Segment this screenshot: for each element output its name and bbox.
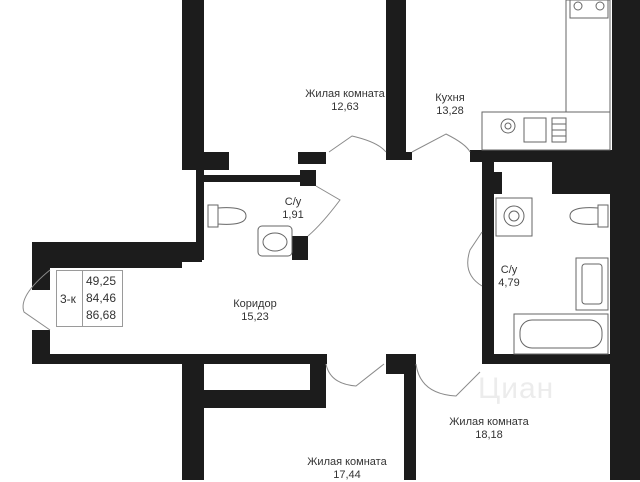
kitchen-sink bbox=[523, 117, 547, 143]
sink-counter bbox=[481, 111, 611, 151]
wall-segment bbox=[610, 150, 640, 360]
room-name: Жилая комната bbox=[449, 416, 529, 428]
label-living-room-bottom: Жилая комната 17,44 bbox=[292, 456, 402, 482]
door-swings bbox=[22, 133, 483, 397]
wall-segment bbox=[552, 162, 610, 194]
living-area: 49,25 bbox=[86, 274, 117, 288]
wall-segment bbox=[182, 242, 202, 262]
wall-segment bbox=[182, 0, 204, 170]
label-corridor: Коридор 15,23 bbox=[220, 298, 290, 324]
wall-segment bbox=[182, 364, 204, 480]
room-area: 4,79 bbox=[498, 277, 520, 289]
wall-segment bbox=[494, 172, 502, 194]
wall-segment bbox=[386, 0, 406, 160]
summary-divider bbox=[82, 271, 83, 326]
wall-segment bbox=[292, 236, 308, 260]
label-wc-small: С/у 1,91 bbox=[268, 196, 318, 222]
label-living-room-top: Жилая комната 12,63 bbox=[290, 88, 400, 114]
wall-segment bbox=[610, 364, 640, 480]
total-area-with-balcony: 86,68 bbox=[86, 308, 117, 322]
washbasin-small bbox=[257, 225, 293, 257]
room-area: 15,23 bbox=[241, 311, 269, 323]
stove bbox=[569, 0, 609, 19]
room-area: 18,18 bbox=[475, 429, 503, 441]
bathtub bbox=[513, 313, 609, 355]
door-arc bbox=[467, 231, 483, 287]
wall-segment bbox=[386, 152, 412, 160]
door-arc bbox=[415, 363, 481, 397]
walls bbox=[32, 0, 640, 480]
wall-segment bbox=[298, 152, 326, 164]
fixtures bbox=[207, 0, 611, 355]
label-kitchen: Кухня 13,28 bbox=[422, 92, 478, 118]
room-name: Жилая комната bbox=[307, 456, 387, 468]
wall-segment bbox=[482, 162, 494, 358]
washer bbox=[495, 197, 533, 237]
wall-segment bbox=[32, 242, 182, 268]
total-area: 84,46 bbox=[86, 291, 117, 305]
room-name: Коридор bbox=[233, 298, 277, 310]
room-name: Кухня bbox=[435, 92, 465, 104]
room-name: С/у bbox=[284, 196, 302, 208]
label-living-room-right: Жилая комната 18,18 bbox=[434, 416, 544, 442]
label-wc-large: С/у 4,79 bbox=[484, 264, 534, 290]
wall-segment bbox=[404, 374, 416, 480]
room-area: 12,63 bbox=[331, 101, 359, 113]
watermark: Циан bbox=[478, 372, 555, 405]
wall-segment bbox=[204, 175, 304, 182]
wall-segment bbox=[612, 0, 640, 150]
apartment-type: 3-к bbox=[60, 292, 76, 306]
room-area: 13,28 bbox=[436, 105, 464, 117]
wall-segment bbox=[204, 390, 326, 408]
wall-segment bbox=[32, 354, 327, 364]
wall-segment bbox=[386, 354, 416, 374]
summary-values: 49,25 84,46 86,68 bbox=[86, 273, 116, 324]
room-area: 17,44 bbox=[333, 469, 361, 481]
wall-segment bbox=[482, 354, 640, 364]
toilet-small bbox=[207, 204, 219, 228]
kitchen-counter bbox=[565, 0, 611, 113]
room-name: С/у bbox=[500, 264, 518, 276]
door-arc bbox=[411, 133, 471, 153]
door-arc bbox=[307, 185, 341, 237]
wall-segment bbox=[204, 152, 229, 170]
door-arc bbox=[325, 363, 385, 387]
wall-segment bbox=[470, 150, 640, 162]
wall-segment bbox=[196, 170, 204, 260]
room-area: 1,91 bbox=[282, 209, 304, 221]
washbasin-large bbox=[575, 257, 609, 311]
wall-segment bbox=[310, 364, 326, 408]
room-name: Жилая комната bbox=[305, 88, 385, 100]
wall-segment bbox=[32, 268, 50, 290]
toilet-large bbox=[597, 204, 609, 228]
wall-segment bbox=[300, 170, 316, 186]
door-arc bbox=[22, 269, 51, 331]
apartment-summary: 3-к 49,25 84,46 86,68 bbox=[56, 270, 123, 327]
door-arc bbox=[328, 135, 387, 153]
